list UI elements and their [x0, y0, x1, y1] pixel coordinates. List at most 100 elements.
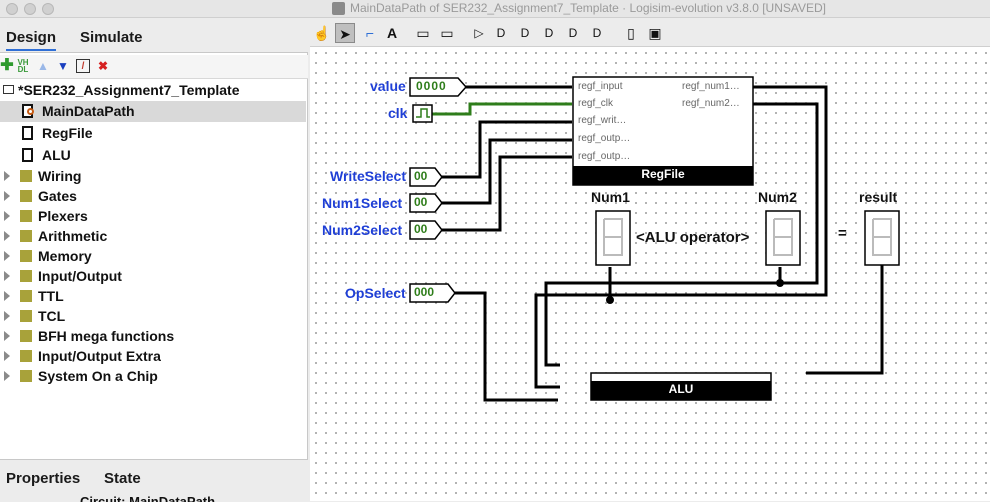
num1-label: Num1: [591, 189, 630, 205]
input-pin-tool-icon[interactable]: ▭: [416, 25, 430, 41]
expand-arrow-icon[interactable]: [4, 351, 10, 361]
tree-item-label: TCL: [38, 308, 66, 324]
regfile-name: RegFile: [641, 167, 685, 181]
tree-circuit-alu[interactable]: ALU: [0, 145, 306, 166]
wire-tool-icon[interactable]: ⌐: [365, 25, 375, 41]
tree-library-plexers[interactable]: Plexers: [0, 206, 306, 227]
tree-library-gates[interactable]: Gates: [0, 186, 306, 207]
expand-arrow-icon[interactable]: [4, 211, 10, 221]
edit-appearance-icon[interactable]: /: [76, 59, 90, 73]
pin-value-display[interactable]: 0000: [416, 79, 447, 93]
tree-library-ttl[interactable]: TTL: [0, 286, 306, 307]
result-segments: [872, 218, 892, 256]
tree-circuit-maindatapath[interactable]: MainDataPath: [0, 101, 306, 122]
tab-design[interactable]: Design: [6, 29, 57, 51]
tab-state[interactable]: State: [104, 470, 141, 487]
and-gate-tool-icon[interactable]: D: [496, 26, 506, 40]
project-name: *SER232_Assignment7_Template: [18, 82, 240, 98]
wire-clk: [432, 102, 572, 116]
pin-label-opselect: OpSelect: [345, 285, 406, 301]
circuit-name-label: Circuit: MainDataPath: [80, 494, 216, 502]
zoom-window-button[interactable]: [42, 3, 54, 15]
expand-arrow-icon[interactable]: [4, 271, 10, 281]
tree-item-label: System On a Chip: [38, 368, 158, 384]
result-label: result: [859, 189, 898, 205]
delete-circuit-icon[interactable]: ✖: [97, 59, 109, 73]
folder-icon: [20, 170, 32, 182]
pin-label-clk: clk: [388, 105, 408, 121]
wire-num1-out: [534, 85, 828, 389]
folder-icon: [20, 310, 32, 322]
folder-icon: [20, 330, 32, 342]
pin-value-box: [409, 77, 468, 97]
pin-label-writeselect: WriteSelect: [330, 168, 406, 184]
tree-item-label: Gates: [38, 188, 77, 204]
wire-junction: [776, 279, 784, 287]
pin-num2select-display[interactable]: 00: [414, 222, 428, 236]
expand-arrow-icon[interactable]: [4, 371, 10, 381]
tree-library-soc[interactable]: System On a Chip: [0, 366, 306, 387]
tab-simulate[interactable]: Simulate: [80, 29, 143, 46]
tree-library-io-extra[interactable]: Input/Output Extra: [0, 346, 306, 367]
nor-gate-tool-icon[interactable]: D: [592, 26, 602, 40]
tree-library-wiring[interactable]: Wiring: [0, 166, 306, 187]
expand-arrow-icon[interactable]: [4, 291, 10, 301]
expand-arrow-icon[interactable]: [4, 191, 10, 201]
not-gate-tool-icon[interactable]: ▷: [474, 26, 484, 40]
tree-item-label: Memory: [38, 248, 92, 264]
regfile-port-input: regf_input: [578, 81, 623, 92]
text-tool-icon[interactable]: A: [386, 25, 398, 41]
folder-icon: [20, 350, 32, 362]
tree-circuit-regfile[interactable]: RegFile: [0, 123, 306, 144]
nand-gate-tool-icon[interactable]: D: [568, 26, 578, 40]
select-tool-icon[interactable]: ➤: [335, 23, 355, 43]
circuit-chip-icon: [22, 148, 33, 162]
app-icon: [332, 2, 345, 15]
close-window-button[interactable]: [6, 3, 18, 15]
project-icon: [3, 85, 14, 94]
expand-arrow-icon[interactable]: [4, 231, 10, 241]
tree-project-root[interactable]: *SER232_Assignment7_Template: [0, 80, 306, 101]
tree-library-input-output[interactable]: Input/Output: [0, 266, 306, 287]
or-gate-tool-icon[interactable]: D: [520, 26, 530, 40]
move-up-icon[interactable]: ▲: [37, 59, 49, 73]
folder-icon: [20, 290, 32, 302]
add-circuit-icon[interactable]: ✚: [0, 57, 14, 74]
pin-num2select-box: [409, 220, 443, 240]
layout-tool-icon[interactable]: ▣: [648, 25, 662, 41]
expand-arrow-icon[interactable]: [4, 331, 10, 341]
tree-item-label: Input/Output: [38, 268, 122, 284]
expand-arrow-icon[interactable]: [4, 171, 10, 181]
output-pin-tool-icon[interactable]: ▭: [440, 25, 454, 41]
window-title: MainDataPath of SER232_Assignment7_Templ…: [350, 1, 827, 15]
tree-library-tcl[interactable]: TCL: [0, 306, 306, 327]
subcircuit-tool-icon[interactable]: ▯: [627, 25, 635, 41]
pin-writeselect-display[interactable]: 00: [414, 169, 428, 183]
expand-arrow-icon[interactable]: [4, 251, 10, 261]
pin-opselect-display[interactable]: 000: [414, 285, 435, 299]
pin-writeselect-box: [409, 167, 443, 187]
move-down-icon[interactable]: ▼: [57, 59, 69, 73]
folder-icon: [20, 370, 32, 382]
circuit-canvas[interactable]: value clk WriteSelect Num1Select Num2Sel…: [310, 47, 990, 501]
xor-gate-tool-icon[interactable]: D: [544, 26, 554, 40]
tree-item-label: Wiring: [38, 168, 82, 184]
regfile-label-bar: [573, 166, 753, 185]
tree-item-label: RegFile: [42, 125, 93, 141]
wire-num2select: [440, 155, 572, 232]
pin-num1select-display[interactable]: 00: [414, 195, 428, 209]
tree-library-bfh[interactable]: BFH mega functions: [0, 326, 306, 347]
folder-icon: [20, 210, 32, 222]
pin-clk-box: [412, 104, 433, 123]
tree-library-arithmetic[interactable]: Arithmetic: [0, 226, 306, 247]
expand-arrow-icon[interactable]: [4, 311, 10, 321]
poke-tool-icon[interactable]: ☝: [313, 25, 331, 41]
wires-layer: [409, 76, 900, 402]
minimize-window-button[interactable]: [24, 3, 36, 15]
pin-opselect-box: [409, 283, 456, 303]
tree-library-memory[interactable]: Memory: [0, 246, 306, 267]
tab-properties[interactable]: Properties: [6, 470, 81, 487]
properties-state-tabs: Properties State Circuit: MainDataPath: [0, 459, 308, 502]
